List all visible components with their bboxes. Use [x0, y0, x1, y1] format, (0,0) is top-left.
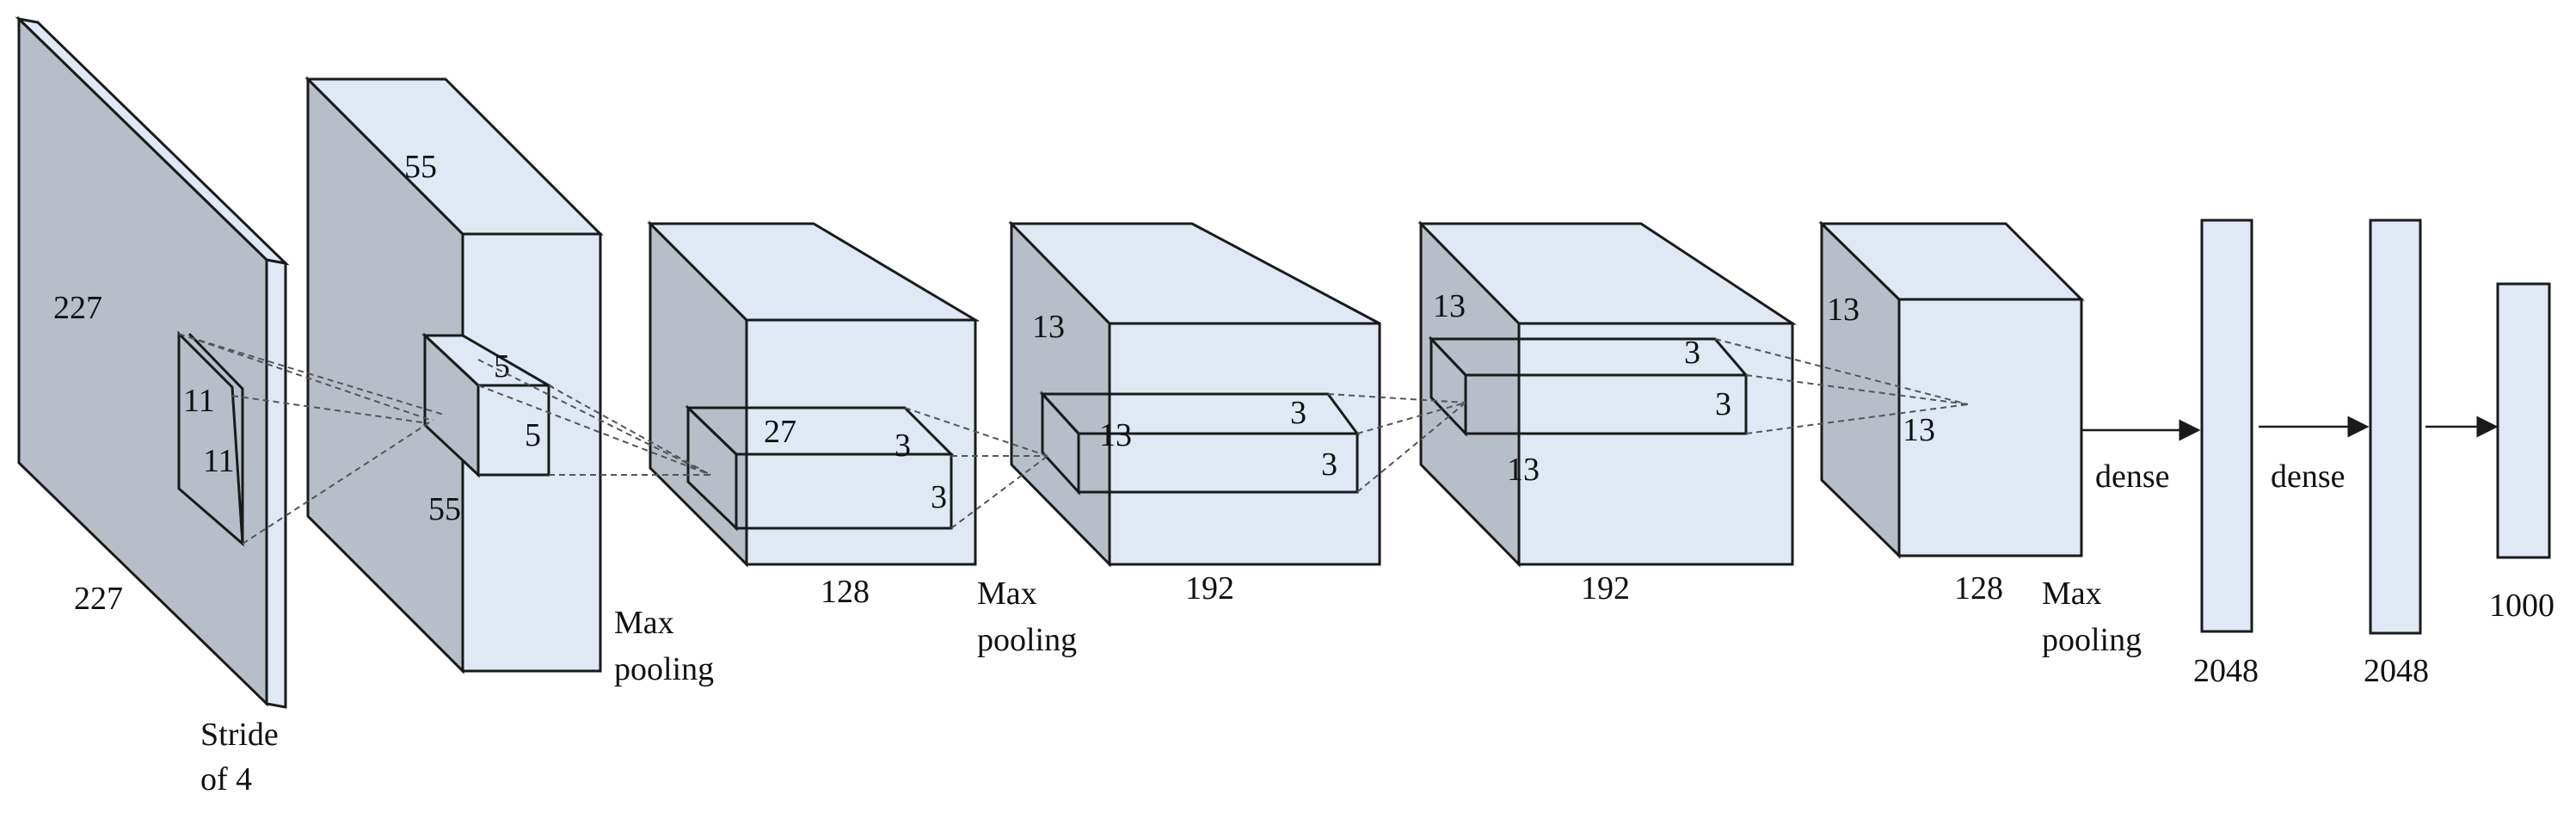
proj-line: [231, 395, 429, 424]
input-layer: 227 227 11 11 Stride of 4: [15, 15, 290, 797]
conv3-block: 13 13 3 3 192: [1008, 220, 1381, 607]
conv3-depth-label: 192: [1185, 570, 1234, 607]
conv2-front-face: [745, 318, 977, 566]
conv1-kernel-front: [476, 384, 550, 477]
proj-line: [1745, 374, 1969, 405]
stride-label-line1: Stride: [200, 717, 279, 753]
proj-line: [1356, 402, 1466, 493]
conv1-kernel-b-label: 5: [525, 417, 541, 453]
conv5-block: 13 13 128 Max pooling: [1818, 220, 2142, 658]
fc2-size-label: 2048: [2364, 653, 2429, 689]
proj-line: [1714, 338, 1969, 405]
dense-arrow-1-label: dense: [2095, 459, 2170, 495]
proj-line: [477, 359, 711, 476]
conv3-front-face: [1108, 322, 1381, 566]
stride-label-line2: of 4: [200, 761, 252, 797]
conv5-pool-line1: Max: [2042, 576, 2102, 612]
conv1-block: 55 55 5 5 Max pooling: [304, 76, 714, 687]
conv2-pool-line2: pooling: [977, 622, 1077, 658]
conv5-side-label: 13: [1827, 292, 1860, 328]
proj-line: [1356, 402, 1466, 434]
fc1-size-label: 2048: [2193, 653, 2259, 689]
projection-lines: [178, 333, 1969, 545]
conv3-inner-label: 13: [1099, 417, 1132, 453]
proj-line: [178, 333, 431, 421]
conv3-kernel-b-label: 3: [1321, 446, 1337, 483]
conv2-pool-line1: Max: [977, 576, 1037, 612]
input-top-face: [15, 16, 290, 266]
input-front-face: [265, 258, 287, 709]
conv2-block: 27 3 3 128 Max pooling: [647, 220, 1077, 658]
input-kernel-w-label: 11: [203, 443, 235, 479]
proj-line: [904, 407, 1048, 457]
conv4-kernel-a-label: 3: [1684, 335, 1700, 371]
conv4-side-label: 13: [1433, 288, 1466, 324]
conv5-front-face: [1897, 298, 2083, 557]
output-size-label: 1000: [2489, 588, 2554, 624]
conv2-depth-label: 128: [821, 574, 870, 610]
conv2-kernel-a-label: 3: [895, 428, 911, 464]
conv5-depth-label: 128: [1954, 570, 2003, 607]
input-height-label: 227: [53, 290, 102, 326]
conv2-kernel-front: [735, 453, 953, 530]
conv4-bottom-label: 13: [1507, 452, 1540, 488]
conv1-bottom-dim-label: 55: [428, 491, 461, 527]
conv3-kernel-front: [1077, 432, 1359, 494]
conv2-kernel-size-label: 27: [764, 414, 796, 450]
output-layer: [2496, 282, 2551, 559]
conv4-kernel-b-label: 3: [1715, 386, 1731, 422]
proj-line: [188, 336, 445, 416]
conv5-inner-label: 13: [1903, 412, 1935, 448]
conv1-kernel-a-label: 5: [494, 348, 510, 385]
conv1-top-dim-label: 55: [404, 149, 437, 185]
fc1-layer: [2200, 219, 2253, 633]
conv1-pool-line1: Max: [614, 605, 674, 641]
input-side-face: [17, 15, 268, 707]
proj-line: [242, 419, 434, 545]
conv4-depth-label: 192: [1581, 570, 1630, 607]
conv5-pool-line2: pooling: [2042, 622, 2142, 658]
conv3-side-label: 13: [1032, 309, 1065, 345]
input-kernel-h-label: 11: [183, 383, 215, 419]
dense-arrow-2-label: dense: [2271, 459, 2345, 495]
conv1-pool-line2: pooling: [614, 651, 714, 687]
conv4-front-face: [1517, 322, 1794, 566]
conv4-block: 13 13 3 3 192: [1417, 220, 1798, 607]
dense-layers: dense 2048 dense 2048 1000: [2081, 219, 2554, 689]
conv3-kernel-a-label: 3: [1290, 395, 1306, 431]
input-width-label: 227: [74, 581, 123, 617]
proj-line: [477, 385, 711, 476]
input-kernel-edge: [188, 332, 244, 544]
proj-line: [1745, 403, 1969, 434]
conv2-kernel-b-label: 3: [931, 479, 947, 515]
proj-line: [1327, 393, 1466, 403]
fc2-layer: [2369, 219, 2422, 635]
conv4-kernel-front: [1464, 373, 1748, 435]
